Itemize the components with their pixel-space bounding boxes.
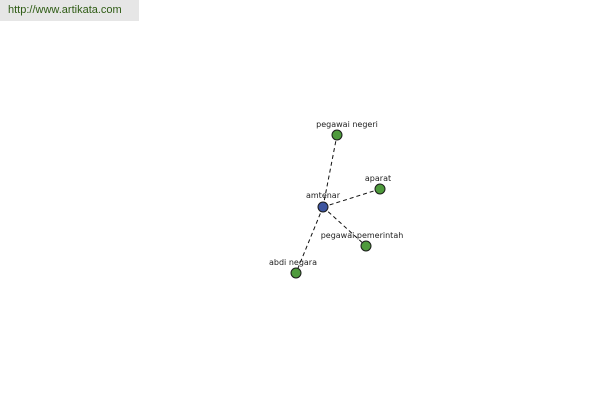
nodes-layer [290, 129, 386, 279]
synonym-label-aparat[interactable]: aparat [365, 174, 391, 183]
synonym-label-pegawai-pemerintah[interactable]: pegawai pemerintah [321, 231, 404, 240]
source-url-banner[interactable]: http://www.artikata.com [0, 0, 139, 21]
labels-layer: amtenar pegawai negeri aparat pegawai pemer… [269, 120, 403, 267]
synonym-label-abdi-negara[interactable]: abdi negara [269, 258, 317, 267]
center-node[interactable] [317, 201, 329, 213]
synonym-node-pegawai-negeri[interactable] [331, 129, 343, 141]
edge-aparat [322, 188, 381, 208]
synonym-label-pegawai-negeri[interactable]: pegawai negeri [316, 120, 378, 129]
edge-pegawai-negeri [322, 134, 338, 208]
edge-pegawai-pemerintah [322, 206, 367, 247]
edges-layer [295, 134, 381, 274]
synonym-node-aparat[interactable] [374, 183, 386, 195]
center-node-label[interactable]: amtenar [306, 191, 341, 200]
edge-abdi-negara [295, 206, 324, 274]
synonym-node-pegawai-pemerintah[interactable] [360, 240, 372, 252]
synonym-node-abdi-negara[interactable] [290, 267, 302, 279]
